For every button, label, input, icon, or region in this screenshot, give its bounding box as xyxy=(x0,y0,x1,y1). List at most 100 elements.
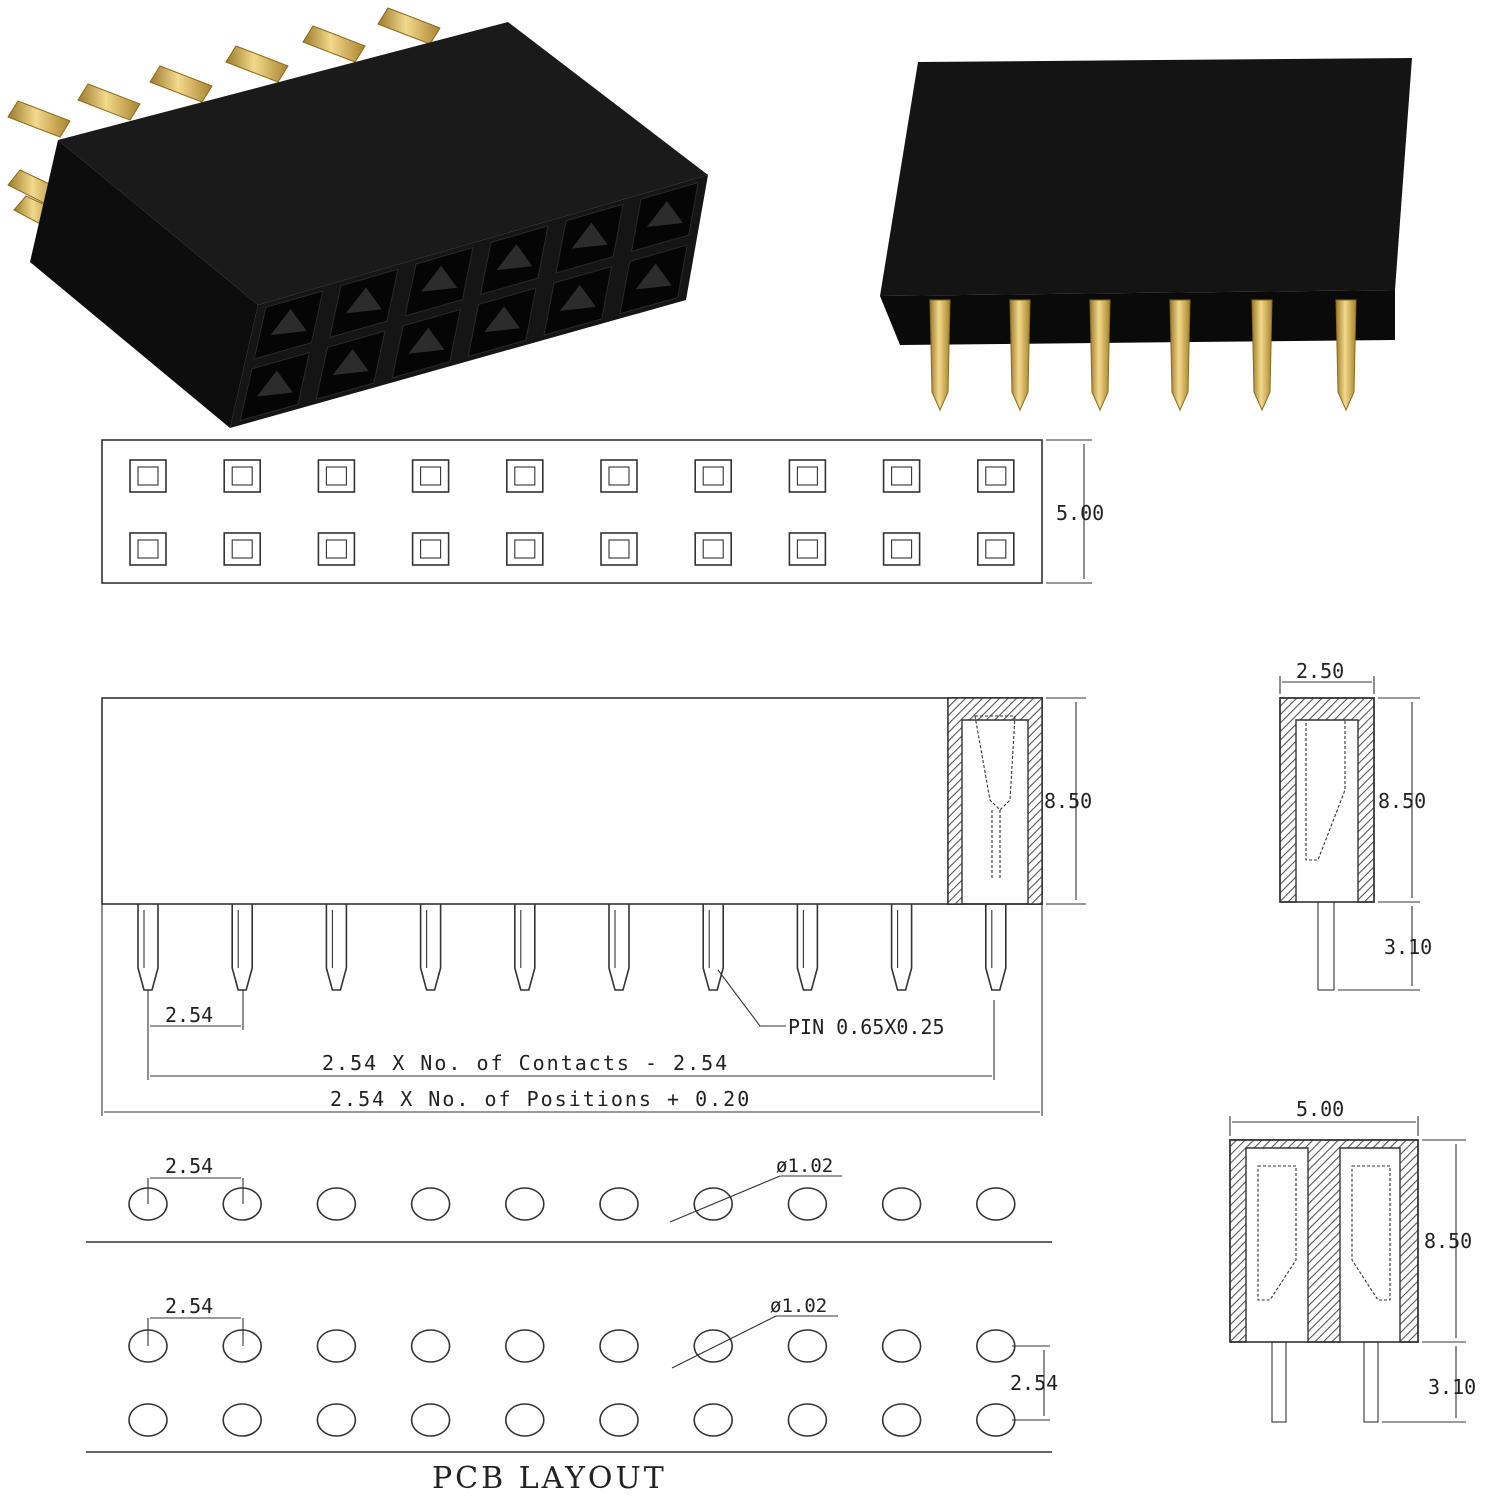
front-pin xyxy=(796,904,819,991)
front-pin xyxy=(231,904,253,991)
photo-dual-row-header xyxy=(7,7,708,428)
socket-shade xyxy=(332,349,369,376)
front-pin xyxy=(890,904,913,991)
pcb-hole xyxy=(975,1187,1016,1221)
hole-dia-label-1: ø1.02 xyxy=(776,1155,833,1177)
top-hole-outer xyxy=(129,459,167,493)
dim-pitch-2-54-pcb1: 2.54 xyxy=(165,1154,213,1178)
front-pin xyxy=(702,904,724,991)
socket-shade xyxy=(635,263,672,290)
front-pin xyxy=(985,904,1007,991)
pcb-hole xyxy=(787,1329,828,1363)
top-hole-outer xyxy=(600,459,638,493)
pcb-hole xyxy=(975,1329,1016,1363)
top-hole-outer xyxy=(882,459,921,493)
top-hole-inner xyxy=(325,539,347,559)
pcb-hole xyxy=(881,1403,922,1437)
dim-height-8-50-front: 8.50 xyxy=(1044,789,1092,813)
socket-shade xyxy=(571,222,608,249)
top-hole-outer xyxy=(223,459,261,493)
top-hole-outer xyxy=(600,532,638,566)
pcb-hole xyxy=(881,1187,922,1221)
top-hole-outer xyxy=(129,532,167,566)
pcb-hole xyxy=(975,1403,1016,1437)
top-hole-inner xyxy=(514,466,536,486)
socket-shade xyxy=(484,306,521,333)
contacts-formula: 2.54 X No. of Contacts - 2.54 xyxy=(322,1051,729,1075)
single-row-gold-pin xyxy=(929,299,951,412)
socket-shade xyxy=(270,308,307,335)
pcb-hole xyxy=(881,1329,922,1363)
top-hole-outer xyxy=(882,532,921,566)
socket-shade xyxy=(408,327,445,354)
top-hole-inner xyxy=(891,539,913,559)
top-hole-inner xyxy=(891,466,913,486)
pcb-hole xyxy=(693,1329,734,1363)
pcb-hole xyxy=(787,1187,828,1221)
pcb-hole xyxy=(599,1329,639,1363)
pcb-hole xyxy=(316,1329,357,1363)
top-hole-outer xyxy=(223,532,261,566)
top-hole-inner xyxy=(702,539,724,559)
dim-row-spacing-2-54: 2.54 xyxy=(1010,1371,1058,1395)
top-view-drawing: 5.00 xyxy=(101,439,1104,584)
top-hole-outer xyxy=(694,532,733,566)
front-pin xyxy=(608,904,630,991)
pcb-hole xyxy=(410,1329,451,1363)
single-row-gold-pin xyxy=(1169,299,1191,412)
top-hole-outer xyxy=(788,459,827,493)
pcb-hole xyxy=(504,1403,545,1437)
pcb-hole xyxy=(316,1187,357,1221)
pcb-hole xyxy=(316,1403,357,1437)
dim-tail-3-10-side: 3.10 xyxy=(1384,935,1432,959)
top-hole-inner xyxy=(231,466,253,486)
top-hole-outer xyxy=(317,532,356,566)
socket-shade xyxy=(646,201,683,228)
side-view-single: 2.50 8.50 3.10 xyxy=(1279,659,1432,991)
pcb-hole xyxy=(128,1403,168,1437)
pcb-hole xyxy=(222,1329,262,1363)
top-hole-inner xyxy=(985,466,1007,486)
dim-side-2-50: 2.50 xyxy=(1296,659,1344,683)
pcb-hole xyxy=(504,1329,545,1363)
pcb-hole xyxy=(222,1403,262,1437)
top-hole-outer xyxy=(505,459,544,493)
front-pin xyxy=(137,904,159,991)
photo-single-row-header xyxy=(880,58,1412,412)
pcb-hole xyxy=(787,1403,828,1437)
top-hole-inner xyxy=(702,466,724,486)
top-hole-outer xyxy=(411,459,450,493)
front-pin xyxy=(419,904,442,991)
single-row-gold-pin xyxy=(1335,299,1357,412)
top-hole-outer xyxy=(788,532,827,566)
dim-tail-3-10-dual: 3.10 xyxy=(1428,1375,1476,1399)
front-pin xyxy=(325,904,348,991)
dim-height-8-50-dual: 8.50 xyxy=(1424,1229,1472,1253)
top-hole-outer xyxy=(976,532,1015,566)
front-pin xyxy=(514,904,536,991)
socket-shade xyxy=(421,265,458,292)
pcb-layout-dual-row: 2.54 ø1.02 2.54 PCB LAYOUT xyxy=(86,1294,1058,1496)
pcb-hole xyxy=(410,1403,451,1437)
rear-gold-pin xyxy=(77,83,141,121)
socket-shade xyxy=(256,370,293,397)
top-hole-inner xyxy=(514,539,536,559)
top-hole-inner xyxy=(325,466,347,486)
top-hole-inner xyxy=(137,466,159,486)
pcb-hole xyxy=(599,1403,639,1437)
single-row-gold-pin xyxy=(1089,299,1111,412)
pcb-hole xyxy=(504,1187,545,1221)
single-row-gold-pin xyxy=(1009,299,1031,412)
pin-spec-label: PIN 0.65X0.25 xyxy=(788,1015,945,1039)
socket-shade xyxy=(559,284,596,311)
pcb-layout-title: PCB LAYOUT xyxy=(432,1461,667,1494)
positions-formula: 2.54 X No. of Positions + 0.20 xyxy=(330,1087,751,1111)
pcb-hole xyxy=(693,1187,734,1221)
single-row-gold-pin xyxy=(1251,299,1273,412)
side-view-dual: 5.00 8.50 3.10 xyxy=(1229,1097,1476,1423)
top-hole-inner xyxy=(231,539,253,559)
pcb-layout-single-row: 2.54 ø1.02 xyxy=(86,1154,1052,1243)
top-hole-outer xyxy=(694,459,733,493)
top-hole-inner xyxy=(420,539,442,559)
